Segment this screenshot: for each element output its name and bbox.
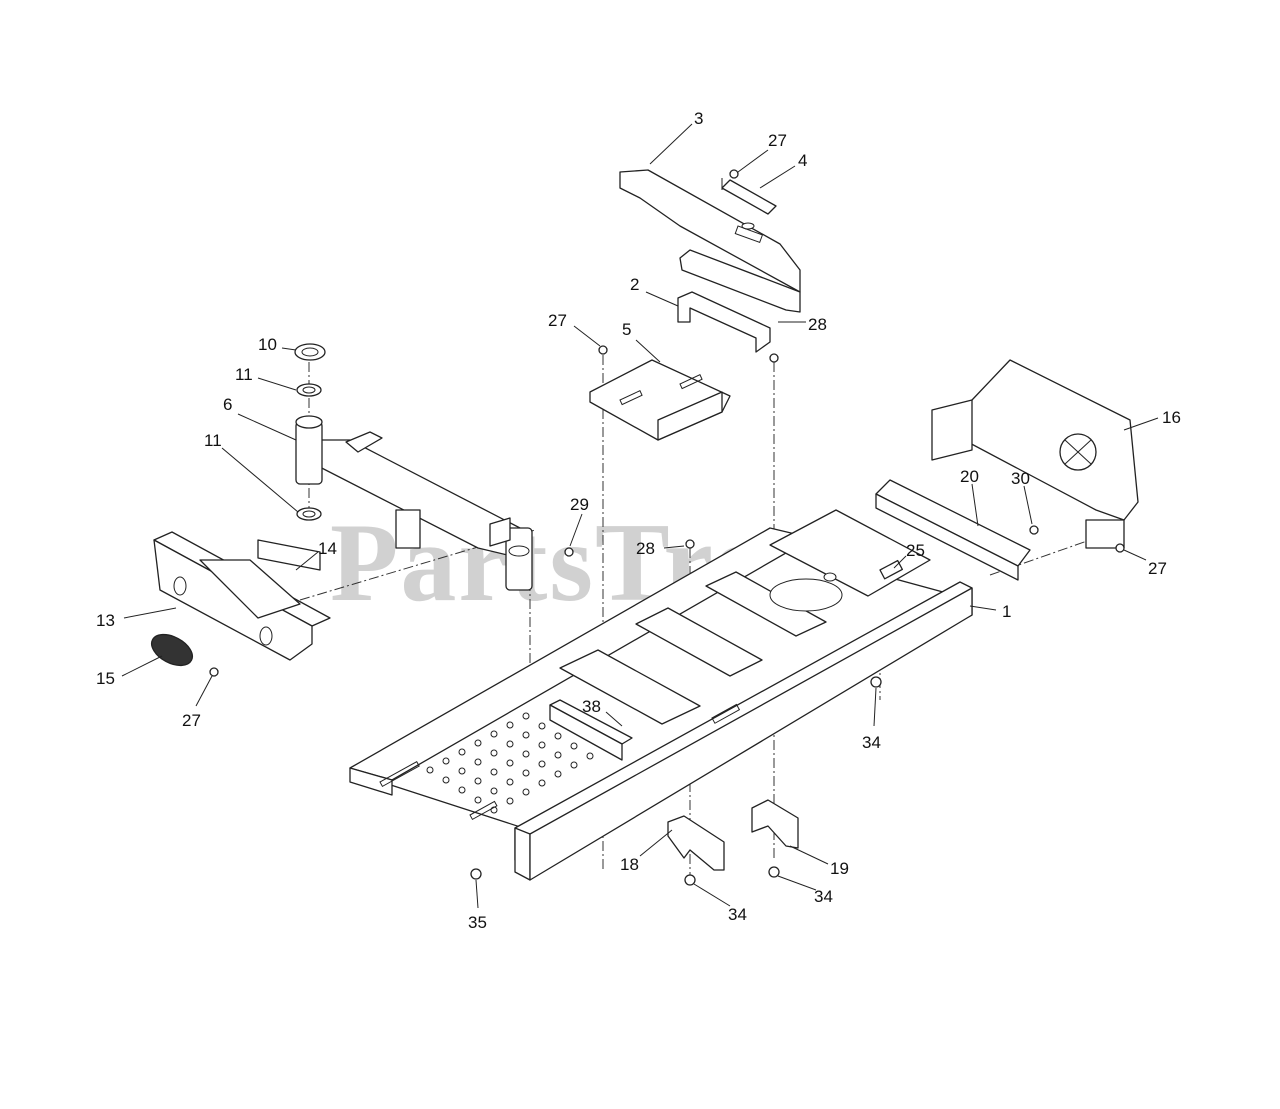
emblem-part-15	[150, 633, 194, 667]
callout-28: 28	[636, 539, 655, 558]
callout-10: 10	[258, 335, 277, 354]
callout-25: 25	[906, 541, 925, 560]
callout-3: 3	[694, 109, 703, 128]
bumper-part-13	[153, 531, 331, 661]
bracket-part-2	[677, 291, 771, 353]
callout-5: 5	[622, 320, 631, 339]
bracket-part-38	[549, 699, 633, 761]
callout-34: 34	[814, 887, 833, 906]
callout-19: 19	[830, 859, 849, 878]
rail-part-20	[875, 479, 1031, 581]
callout-11: 11	[235, 365, 253, 384]
callout-28: 28	[808, 315, 827, 334]
callout-34: 34	[728, 905, 747, 924]
callout-13: 13	[96, 611, 115, 630]
callout-14: 14	[318, 539, 337, 558]
bracket-part-4	[721, 178, 777, 215]
callout-30: 30	[1011, 469, 1030, 488]
callout-18: 18	[620, 855, 639, 874]
callout-2: 2	[630, 275, 639, 294]
callout-1: 1	[1002, 602, 1011, 621]
callout-labels: 3 27 4 2 27 28 5 10 11 6 11 16 20 30 29 …	[96, 109, 1181, 932]
callout-34: 34	[862, 733, 881, 752]
callout-11: 11	[204, 431, 222, 450]
callout-27: 27	[768, 131, 787, 150]
rear-panel-part-16	[931, 359, 1139, 549]
callout-6: 6	[223, 395, 232, 414]
main-frame-part-1	[349, 509, 973, 881]
callout-20: 20	[960, 467, 979, 486]
leader-lines	[121, 123, 1159, 909]
callout-16: 16	[1162, 408, 1181, 427]
callout-15: 15	[96, 669, 115, 688]
control-panel-part-3	[619, 169, 801, 313]
plate-part-5	[589, 359, 731, 441]
callout-4: 4	[798, 151, 807, 170]
callout-29: 29	[570, 495, 589, 514]
bushings-part-10-11	[294, 343, 326, 521]
bracket-part-18	[667, 815, 725, 871]
bracket-part-19	[751, 799, 799, 849]
callout-38: 38	[582, 697, 601, 716]
callout-27: 27	[1148, 559, 1167, 578]
fasteners	[209, 169, 1125, 886]
callout-27: 27	[182, 711, 201, 730]
callout-27: 27	[548, 311, 567, 330]
callout-35: 35	[468, 913, 487, 932]
decal-part-14	[257, 539, 321, 571]
front-axle-part-6	[295, 415, 533, 591]
